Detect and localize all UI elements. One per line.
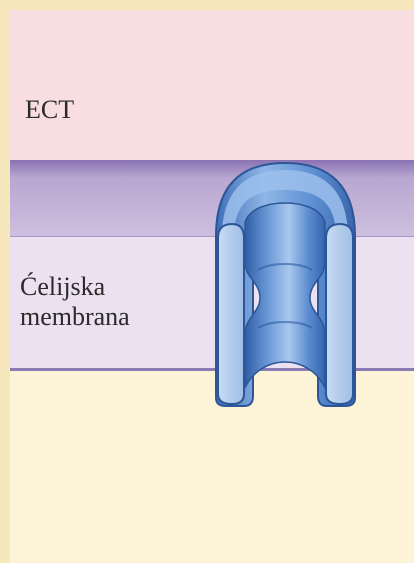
membrane-label-line1: Ćelijska (20, 272, 130, 302)
membrane-label-line2: membrana (20, 302, 130, 332)
channel-right-face (326, 224, 353, 404)
membrane-label: Ćelijska membrana (20, 272, 130, 332)
ect-label: ECT (25, 95, 74, 125)
channel-pore (245, 203, 325, 388)
channel-left-face (218, 224, 244, 404)
